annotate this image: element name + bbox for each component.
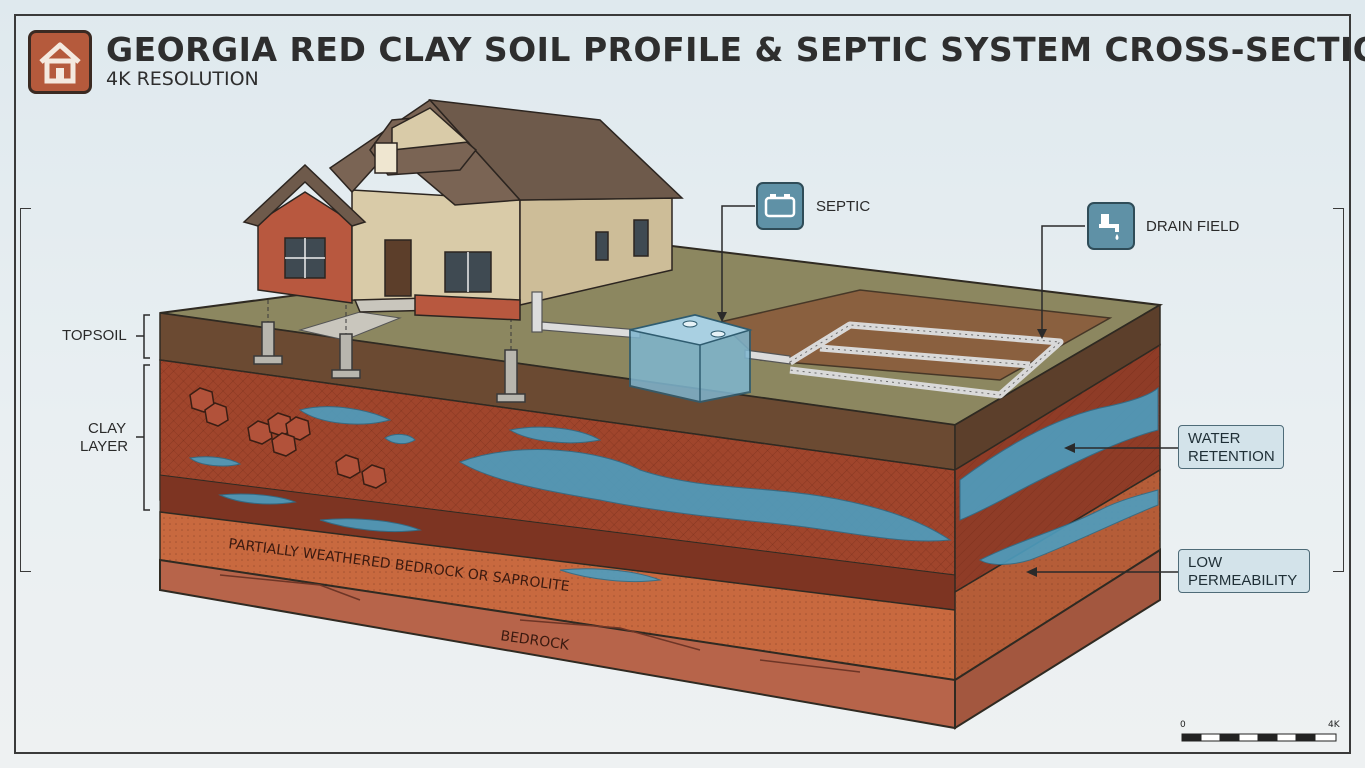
water-retention-line1: WATER	[1188, 430, 1241, 447]
septic-leader-line	[721, 205, 755, 318]
right-frame-bracket	[1333, 208, 1344, 572]
drain-field-leader-line	[1041, 225, 1085, 335]
walkway	[298, 311, 402, 341]
low-permeability-callout: LOW PERMEABILITY	[1178, 549, 1310, 593]
water-retention-line2: RETENTION	[1188, 448, 1275, 465]
scale-end-label: 4K	[1328, 720, 1340, 730]
diagram-frame	[14, 14, 1351, 754]
bedrock-side	[954, 548, 1161, 730]
low-permeability-line2: PERMEABILITY	[1188, 572, 1298, 589]
foundation-piers	[253, 321, 526, 403]
septic-tank-icon	[756, 182, 804, 230]
scale-start-label: 0	[1180, 720, 1186, 730]
topsoil-label: TOPSOIL	[62, 327, 127, 344]
diagram-title: GEORGIA RED CLAY SOIL PROFILE & SEPTIC S…	[106, 30, 1365, 69]
water-pockets	[188, 386, 1159, 583]
left-frame-bracket	[20, 208, 31, 572]
rocks	[189, 387, 387, 489]
scale-bar	[1181, 733, 1337, 742]
topsoil-bracket	[136, 314, 150, 359]
drain-field-label: DRAIN FIELD	[1146, 218, 1240, 235]
septic-tank	[629, 313, 753, 404]
faucet-icon	[1087, 202, 1135, 250]
septic-label: SEPTIC	[816, 198, 871, 215]
low-permeability-line1: LOW	[1188, 554, 1223, 571]
clay-layer-label-line1: CLAY	[88, 420, 127, 437]
clay-layer-bracket	[136, 364, 150, 511]
house	[242, 99, 684, 321]
water-retention-callout: WATER RETENTION	[1178, 425, 1284, 469]
house-icon	[28, 30, 92, 94]
clay-layer-label-line2: LAYER	[80, 438, 129, 455]
diagram-subtitle: 4K RESOLUTION	[106, 68, 259, 90]
